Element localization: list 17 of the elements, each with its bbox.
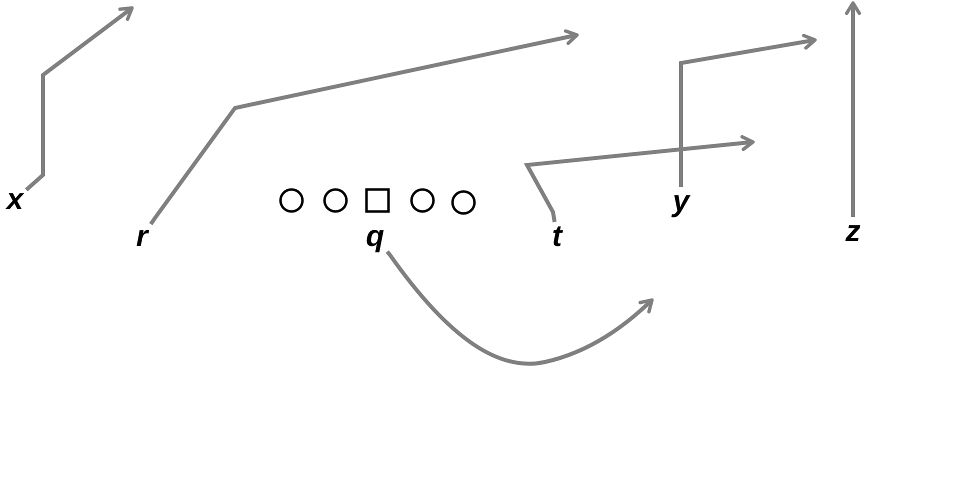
player-circle <box>278 188 304 212</box>
player-letter: y <box>670 187 692 217</box>
player-letter: z <box>842 217 864 247</box>
player-circle <box>322 188 348 212</box>
player-square <box>364 188 390 212</box>
player-circle <box>410 188 434 212</box>
route-arrow <box>845 1 861 217</box>
player-letter: x <box>4 185 26 215</box>
route-arrow <box>386 250 654 366</box>
player-letter: t <box>549 222 565 252</box>
route-arrow <box>24 6 134 192</box>
player-circle <box>450 190 476 214</box>
route-arrow <box>679 34 817 187</box>
route-arrow <box>524 135 755 222</box>
player-letter: q <box>362 222 388 252</box>
route-arrow <box>149 29 579 226</box>
player-letter: r <box>133 222 151 252</box>
